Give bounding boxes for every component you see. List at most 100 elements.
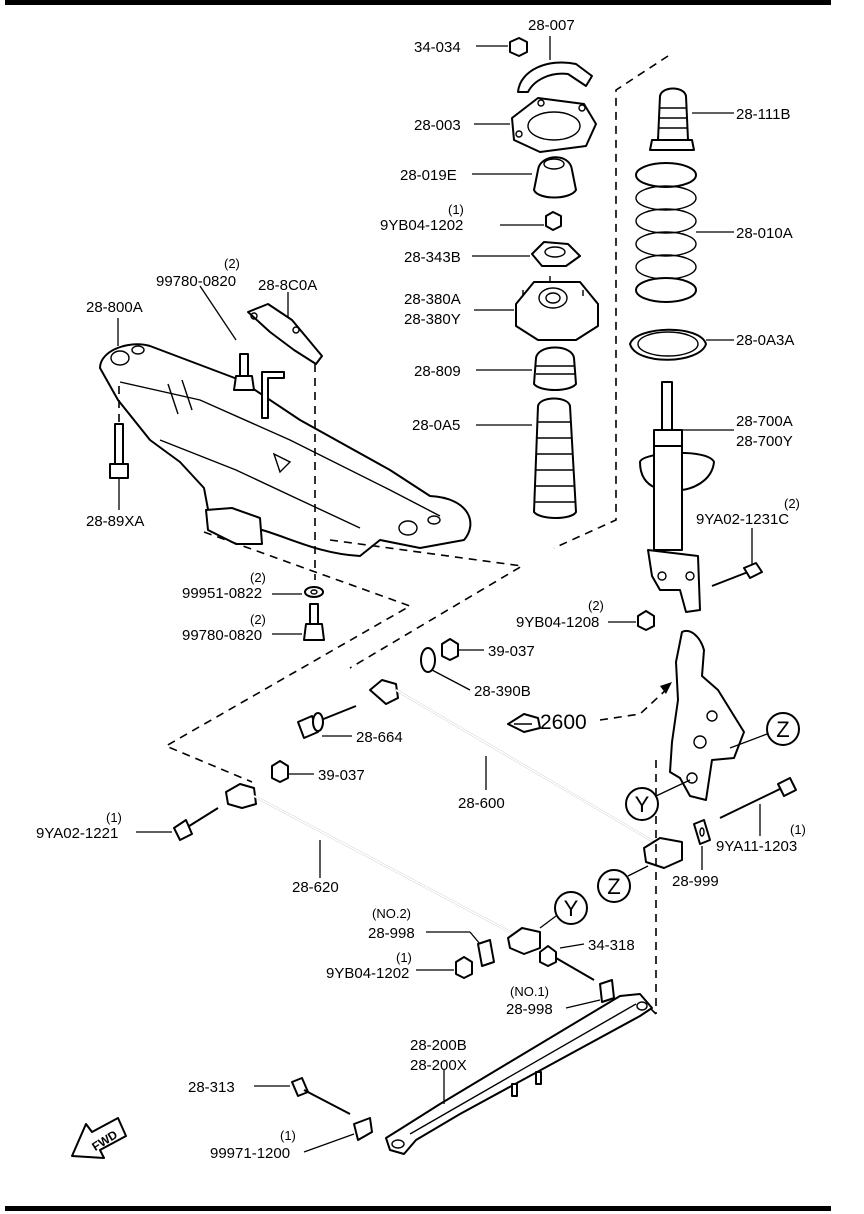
seat-28-0A3A[interactable] [629,328,734,361]
marker-z-mid: Z [597,865,649,903]
nut-9YB04-1202-top[interactable] [500,211,562,231]
label-28-380Y[interactable]: 28-380Y [404,311,461,328]
label-28-600[interactable]: 28-600 [458,795,505,812]
bolt-28-89XA[interactable] [109,423,129,510]
label-28-998-no2[interactable]: 28-998 [368,925,415,942]
coil-spring-28-010A[interactable] [635,162,734,303]
crossmember-link-rod [261,371,285,419]
note-28-998-no2: (NO.2) [372,906,411,921]
bolt-9YA11-1203[interactable] [719,777,797,836]
label-28-999[interactable]: 28-999 [672,873,719,890]
label-28-010A[interactable]: 28-010A [736,225,793,242]
plate-28-999[interactable] [693,819,711,870]
crossmember-dashed-outline [329,539,525,669]
label-2600[interactable]: 2600 [540,711,587,734]
boot-28-0A5[interactable] [476,397,577,519]
bolt-99780-0820-upper[interactable] [199,285,255,391]
plate-28-003[interactable] [474,97,597,153]
bolt-9YA02-1231C[interactable] [711,528,763,587]
label-28-200X[interactable]: 28-200X [410,1057,467,1074]
lateral-link-dashed-outline [164,531,412,783]
crossmember-28-800A[interactable] [99,343,472,557]
label-9YB04-1202-top[interactable]: 9YB04-1202 [380,217,463,234]
nut-34-034[interactable] [476,37,528,57]
marker-y-low-text: Y [564,896,579,921]
plate-28-998-no2[interactable] [426,931,495,967]
bolt-28-664[interactable] [297,705,357,739]
label-28-007[interactable]: 28-007 [528,17,575,34]
label-99971-1200[interactable]: 99971-1200 [210,1145,290,1162]
bolt-28-313[interactable] [254,1077,351,1115]
label-34-318[interactable]: 34-318 [588,937,635,954]
qty-99780-0820-lower: (2) [250,612,266,627]
bolt-9YA02-1221[interactable] [136,807,219,841]
label-28-89XA[interactable]: 28-89XA [86,513,144,530]
label-28-380A[interactable]: 28-380A [404,291,461,308]
bottom-border-rule [5,1206,831,1211]
label-28-313[interactable]: 28-313 [188,1079,235,1096]
bolt-34-318[interactable] [539,943,595,981]
trailing-arm-28-200B[interactable] [385,993,653,1155]
label-99780-0820-lower[interactable]: 99780-0820 [182,627,262,644]
marker-z-top-text: Z [776,717,789,742]
lateral-link-28-600[interactable] [369,679,683,869]
label-28-343B[interactable]: 28-343B [404,249,461,266]
fwd-arrow-icon: FWD [71,1117,127,1159]
nut-9YB04-1202-lower[interactable] [416,956,473,979]
label-28-8C0A[interactable]: 28-8C0A [258,277,317,294]
qty-9YB04-1202-top: (1) [448,202,464,217]
bracket-28-007[interactable] [517,36,593,93]
washer-99951-0822[interactable] [272,586,324,598]
label-28-664[interactable]: 28-664 [356,729,403,746]
bolt-99780-0820-lower[interactable] [272,603,325,641]
label-39-037-lower[interactable]: 39-037 [318,767,365,784]
label-34-034[interactable]: 34-034 [414,39,461,56]
label-9YB04-1208[interactable]: 9YB04-1208 [516,614,599,631]
plate-28-998-no1[interactable] [565,979,615,1009]
label-28-390B[interactable]: 28-390B [474,683,531,700]
marker-z-mid-text: Z [607,874,620,899]
knuckle-reference[interactable] [669,630,745,801]
washer-28-343B[interactable] [472,241,581,267]
label-99951-0822[interactable]: 99951-0822 [182,585,262,602]
label-9YA02-1231C[interactable]: 9YA02-1231C [696,511,789,528]
nut-39-037-upper[interactable] [441,638,484,661]
bumpstop-28-809[interactable] [476,346,577,391]
marker-y-mid: Y [625,779,691,821]
label-28-200B[interactable]: 28-200B [410,1037,467,1054]
label-28-700Y[interactable]: 28-700Y [736,433,793,450]
label-28-111B[interactable]: 28-111B [736,106,791,123]
washer-28-390B[interactable] [420,647,471,691]
bumper-28-019E[interactable] [472,156,577,199]
label-28-003[interactable]: 28-003 [414,117,461,134]
label-28-019E[interactable]: 28-019E [400,167,457,184]
label-99780-0820-upper[interactable]: 99780-0820 [156,273,236,290]
label-28-0A3A[interactable]: 28-0A3A [736,332,794,349]
label-28-800A[interactable]: 28-800A [86,299,143,316]
label-28-809[interactable]: 28-809 [414,363,461,380]
label-28-998-no1[interactable]: 28-998 [506,1001,553,1018]
label-9YA02-1221[interactable]: 9YA02-1221 [36,825,118,842]
bracket-28-8C0A[interactable] [247,292,323,365]
label-28-620[interactable]: 28-620 [292,879,339,896]
qty-9YB04-1208: (2) [588,598,604,613]
washer-99971-1200[interactable] [303,1117,373,1153]
qty-9YA02-1231C: (2) [784,496,800,511]
label-9YA11-1203[interactable]: 9YA11-1203 [716,838,797,855]
nut-9YB04-1208[interactable] [608,610,655,631]
lateral-link-28-620[interactable] [225,783,541,955]
bumper-28-111B[interactable] [649,87,734,151]
label-9YB04-1202-lower[interactable]: 9YB04-1202 [326,965,409,982]
spring-group-dashed-outline [553,55,669,549]
qty-9YA11-1203: (1) [790,822,806,837]
ref-2600-hand-icon [507,713,541,733]
label-39-037-upper[interactable]: 39-037 [488,643,535,660]
strut-mount-stack [472,36,599,519]
label-28-0A5[interactable]: 28-0A5 [412,417,460,434]
label-28-700A[interactable]: 28-700A [736,413,793,430]
top-border-rule [5,0,831,5]
mount-28-380A[interactable] [474,276,599,341]
strut-28-700A[interactable] [639,381,734,613]
nut-39-037-lower[interactable] [271,760,314,783]
